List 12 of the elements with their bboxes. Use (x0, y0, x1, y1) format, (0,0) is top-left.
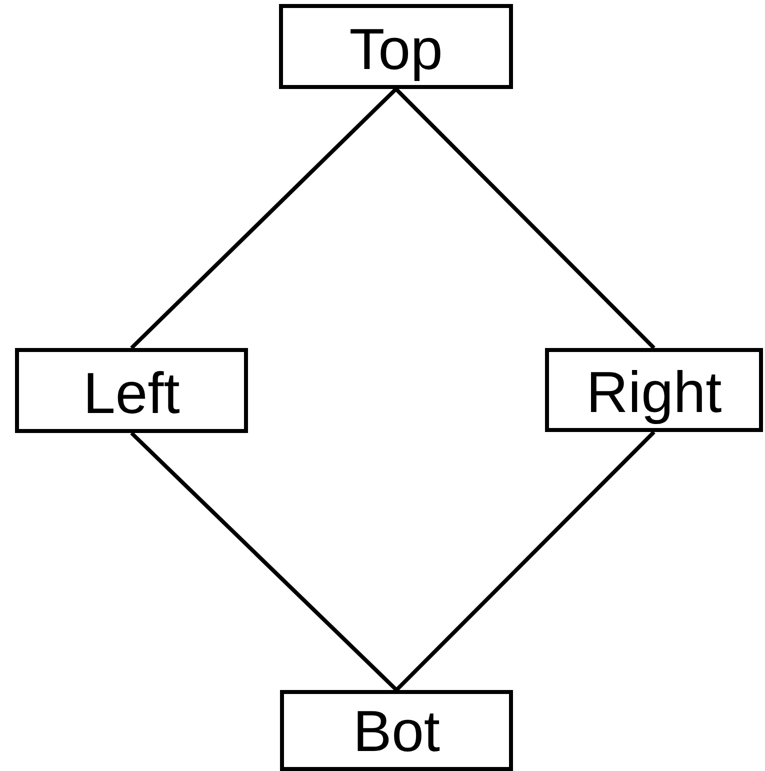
label-box (279, 4, 513, 89)
connector-line (130, 432, 398, 692)
node-label: Left (83, 365, 180, 423)
label-box (545, 348, 763, 432)
node-label: Top (349, 21, 443, 79)
connector-line (130, 88, 398, 350)
node-label: Bot (352, 703, 440, 761)
label-box (15, 348, 248, 433)
node-label: Right (586, 364, 722, 422)
connector-line (394, 88, 656, 350)
label-box (280, 690, 513, 771)
connector-line (395, 430, 656, 692)
